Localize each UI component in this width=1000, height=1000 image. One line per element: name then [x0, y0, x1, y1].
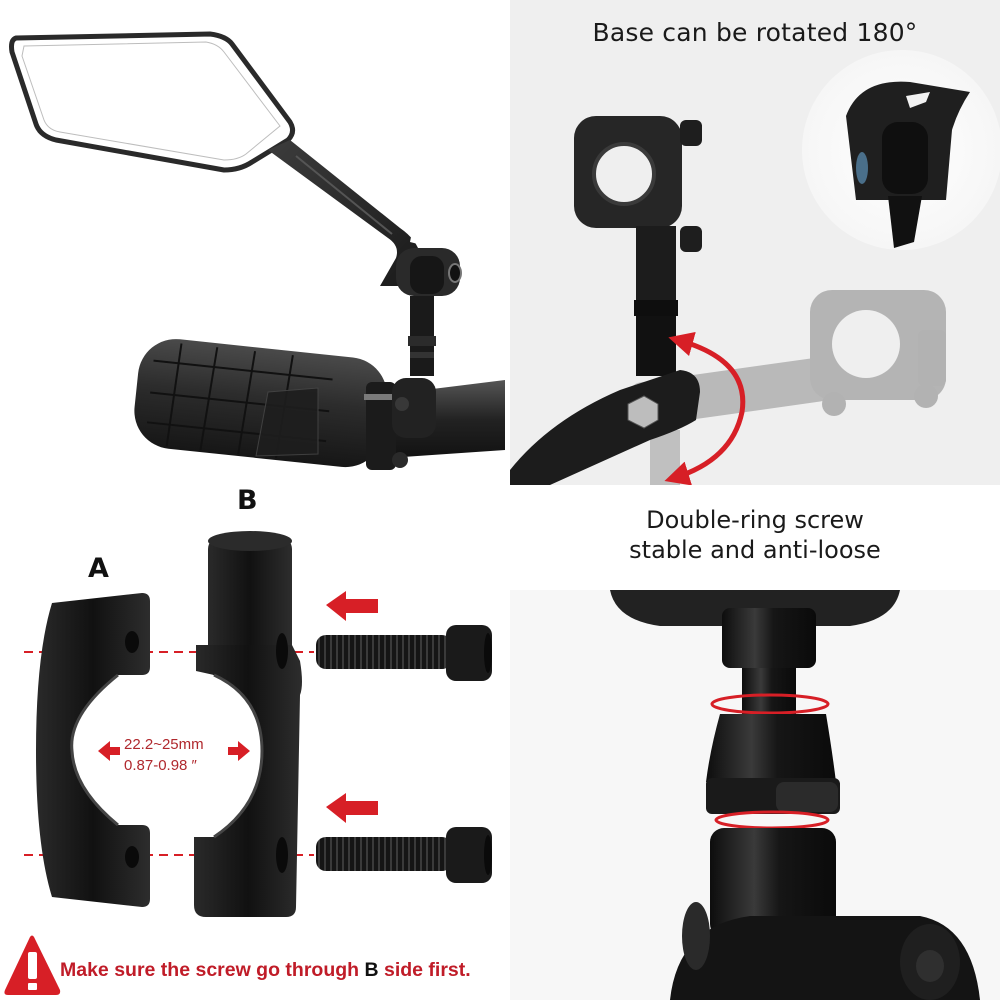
insert-arrow-top-icon — [326, 591, 378, 621]
clamp-illustration — [4, 531, 492, 995]
bolt-bottom — [316, 827, 492, 883]
upper-ring-marker — [710, 693, 830, 715]
clamp-dimension-label: 22.2~25mm 0.87-0.98 ″ — [124, 734, 204, 776]
rotation-feature-panel: Base can be rotated 180° — [510, 0, 1000, 485]
double-ring-caption-panel: Double-ring screw stable and anti-loose — [510, 485, 1000, 590]
double-ring-stem-panel — [510, 590, 1000, 1000]
rotation-title: Base can be rotated 180° — [592, 18, 918, 47]
dimension-arrows — [98, 741, 250, 761]
installation-warning: Make sure the screw go through B side fi… — [0, 937, 510, 997]
warning-suffix: side first. — [378, 959, 471, 981]
dimension-inch: 0.87-0.98 ″ — [124, 757, 197, 774]
lower-ring-marker — [714, 810, 830, 830]
arrow-left-icon — [98, 741, 120, 761]
clamp-part-b — [194, 531, 302, 917]
bolt-top — [316, 625, 492, 681]
mount-clamp — [574, 116, 702, 376]
warning-icon — [4, 935, 61, 995]
insert-arrow-bottom-icon — [326, 793, 378, 823]
stem-illustration — [610, 590, 980, 1000]
handlebar-grip — [134, 339, 387, 468]
dimension-mm: 22.2~25mm — [124, 736, 204, 753]
mirror-illustration — [9, 31, 505, 470]
clamp-part-a — [36, 593, 150, 907]
mirror-head — [9, 31, 296, 173]
part-label-b: B — [237, 485, 258, 516]
caption-line-1: Double-ring screw — [646, 506, 864, 534]
warning-text: Make sure the screw go through B side fi… — [60, 959, 471, 982]
rotation-arrow-icon — [664, 331, 746, 485]
arrow-right-icon — [228, 741, 250, 761]
double-ring-caption: Double-ring screw stable and anti-loose — [510, 505, 1000, 565]
part-label-a: A — [88, 553, 109, 584]
ball-joint-inset — [802, 50, 1000, 250]
clamp-diagram-panel: B A — [0, 485, 510, 1000]
caption-line-2: stable and anti-loose — [629, 536, 881, 564]
warning-prefix: Make sure the screw go through — [60, 959, 365, 981]
rotation-illustration — [510, 50, 1000, 485]
mirror-product-panel — [0, 0, 510, 485]
warning-highlight-b: B — [364, 959, 379, 981]
